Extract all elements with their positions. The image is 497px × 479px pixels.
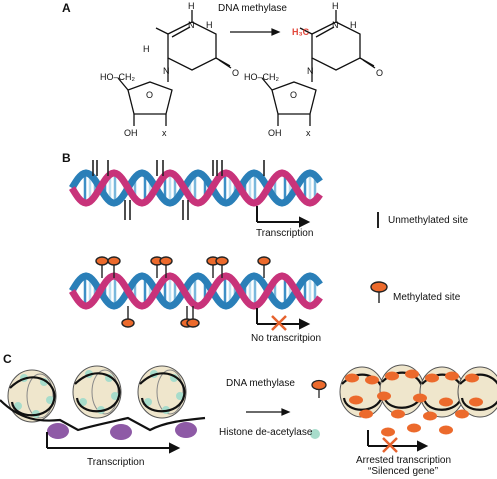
legend-methylated-icon — [370, 281, 388, 303]
silenced-chromatin — [339, 364, 497, 437]
dna-helix-unmethylated — [69, 169, 323, 207]
conversion-arrow — [246, 408, 291, 416]
methyl-mark — [405, 369, 419, 379]
methyl-mark — [377, 391, 391, 401]
dna-wrap — [74, 372, 121, 413]
atom-o-ring-left: O — [232, 68, 239, 78]
dna-wrap — [459, 373, 497, 411]
helix-strand-blue-bottom — [69, 272, 323, 310]
deacetylase-legend-icon — [310, 429, 320, 439]
methylcytosine-right — [299, 10, 376, 82]
atom-oh-left: OH — [124, 128, 138, 138]
acetyl-mark — [111, 392, 119, 400]
methyl-legend-icon-c — [311, 379, 327, 398]
cytosine-left — [155, 10, 232, 82]
atom-o-ring-right: O — [376, 68, 383, 78]
atom-h-ring-left: H — [143, 44, 150, 54]
atom-h-top-right: H — [332, 1, 339, 11]
legend-methylated-label: Methylated site — [393, 292, 461, 303]
panel-label-a: A — [62, 1, 71, 15]
active-chromatin — [0, 365, 206, 440]
methyl-mark — [391, 409, 405, 419]
no-transcription-label: No transcritpion — [251, 333, 322, 344]
sugar-left — [117, 77, 173, 126]
methyl-mark — [385, 371, 399, 381]
atom-h-amine-left: H — [206, 20, 213, 30]
methyl-mark — [349, 395, 363, 405]
dna-wrap — [9, 376, 56, 417]
panel-b-diagram — [69, 160, 388, 331]
methyl-mark — [439, 425, 453, 435]
acetyl-mark — [79, 398, 87, 406]
transcription-label-c: Transcription — [87, 457, 145, 468]
methyl-mark — [345, 373, 359, 383]
linker-dna — [0, 399, 206, 432]
acetyl-mark — [176, 392, 184, 400]
block-x-mark-b — [271, 315, 287, 331]
atom-n-ring-left: N — [163, 66, 170, 76]
methyl-mark — [365, 375, 379, 385]
methylated-site-marks-top — [95, 256, 271, 278]
methylated-site-marks-bottom — [121, 306, 200, 328]
acetyl-mark — [14, 402, 22, 410]
block-x-mark-c — [382, 437, 398, 453]
histone-deacetylase-label: Histone de-acetylase — [219, 427, 313, 438]
panel-a-diagram: H N H H N O HO–CH₂ O OH x H N H H₃C N O … — [100, 1, 383, 138]
transcription-arrow-top — [256, 206, 311, 228]
dna-wrap — [139, 372, 186, 413]
nucleosome-face — [91, 369, 119, 415]
atom-n-amine-left: N — [188, 20, 195, 30]
methyl-mark — [359, 409, 373, 419]
atom-n-ring-right: N — [307, 66, 314, 76]
methyl-mark — [465, 373, 479, 383]
rna-polymerase — [47, 423, 69, 439]
arrested-transcription-label: Arrested transcription — [356, 455, 452, 466]
transcription-label-b: Transcription — [256, 228, 314, 239]
atom-hoch2-left: HO–CH₂ — [100, 72, 136, 82]
atom-hoch2-right: HO–CH₂ — [244, 72, 280, 82]
reaction-arrow — [230, 28, 281, 36]
atom-oh-right: OH — [268, 128, 282, 138]
rna-polymerase — [110, 424, 132, 440]
sugar-right — [261, 77, 317, 126]
atom-x-left: x — [162, 128, 167, 138]
atom-n-amine-right: N — [332, 20, 339, 30]
acetyl-mark — [144, 398, 152, 406]
atom-h3c-right: H₃C — [292, 27, 310, 37]
atom-o-sugar-left: O — [146, 90, 153, 100]
acetyl-mark — [46, 396, 54, 404]
nucleosome-face — [156, 369, 184, 415]
helix-strand-pink-top — [69, 169, 323, 207]
unmethylated-site-marks — [92, 160, 265, 220]
methyl-mark — [455, 409, 469, 419]
rna-polymerase — [175, 422, 197, 438]
atom-h-top-left: H — [188, 1, 195, 11]
methyl-mark — [439, 397, 453, 407]
legend-unmethylated-label: Unmethylated site — [388, 215, 469, 226]
methyl-mark — [445, 371, 459, 381]
dna-methylase-label-a: DNA methylase — [218, 3, 287, 14]
atom-h-amine-right: H — [350, 20, 357, 30]
dna-methylase-label-c: DNA methylase — [226, 378, 295, 389]
panel-label-b: B — [62, 151, 71, 165]
silenced-gene-label: “Silenced gene” — [368, 466, 439, 477]
methyl-mark — [425, 373, 439, 383]
methyl-mark — [469, 397, 483, 407]
methyl-mark — [407, 423, 421, 433]
atom-o-sugar-right: O — [290, 90, 297, 100]
methyl-mark — [413, 393, 427, 403]
methyl-mark — [423, 411, 437, 421]
nucleosome-face — [26, 373, 54, 419]
helix-strand-blue-top — [69, 169, 323, 207]
panel-label-c: C — [3, 352, 12, 366]
atom-x-right: x — [306, 128, 311, 138]
arrested-transcription-arrow — [367, 430, 429, 452]
methyl-mark — [381, 427, 395, 437]
transcription-arrow-c — [46, 432, 181, 454]
